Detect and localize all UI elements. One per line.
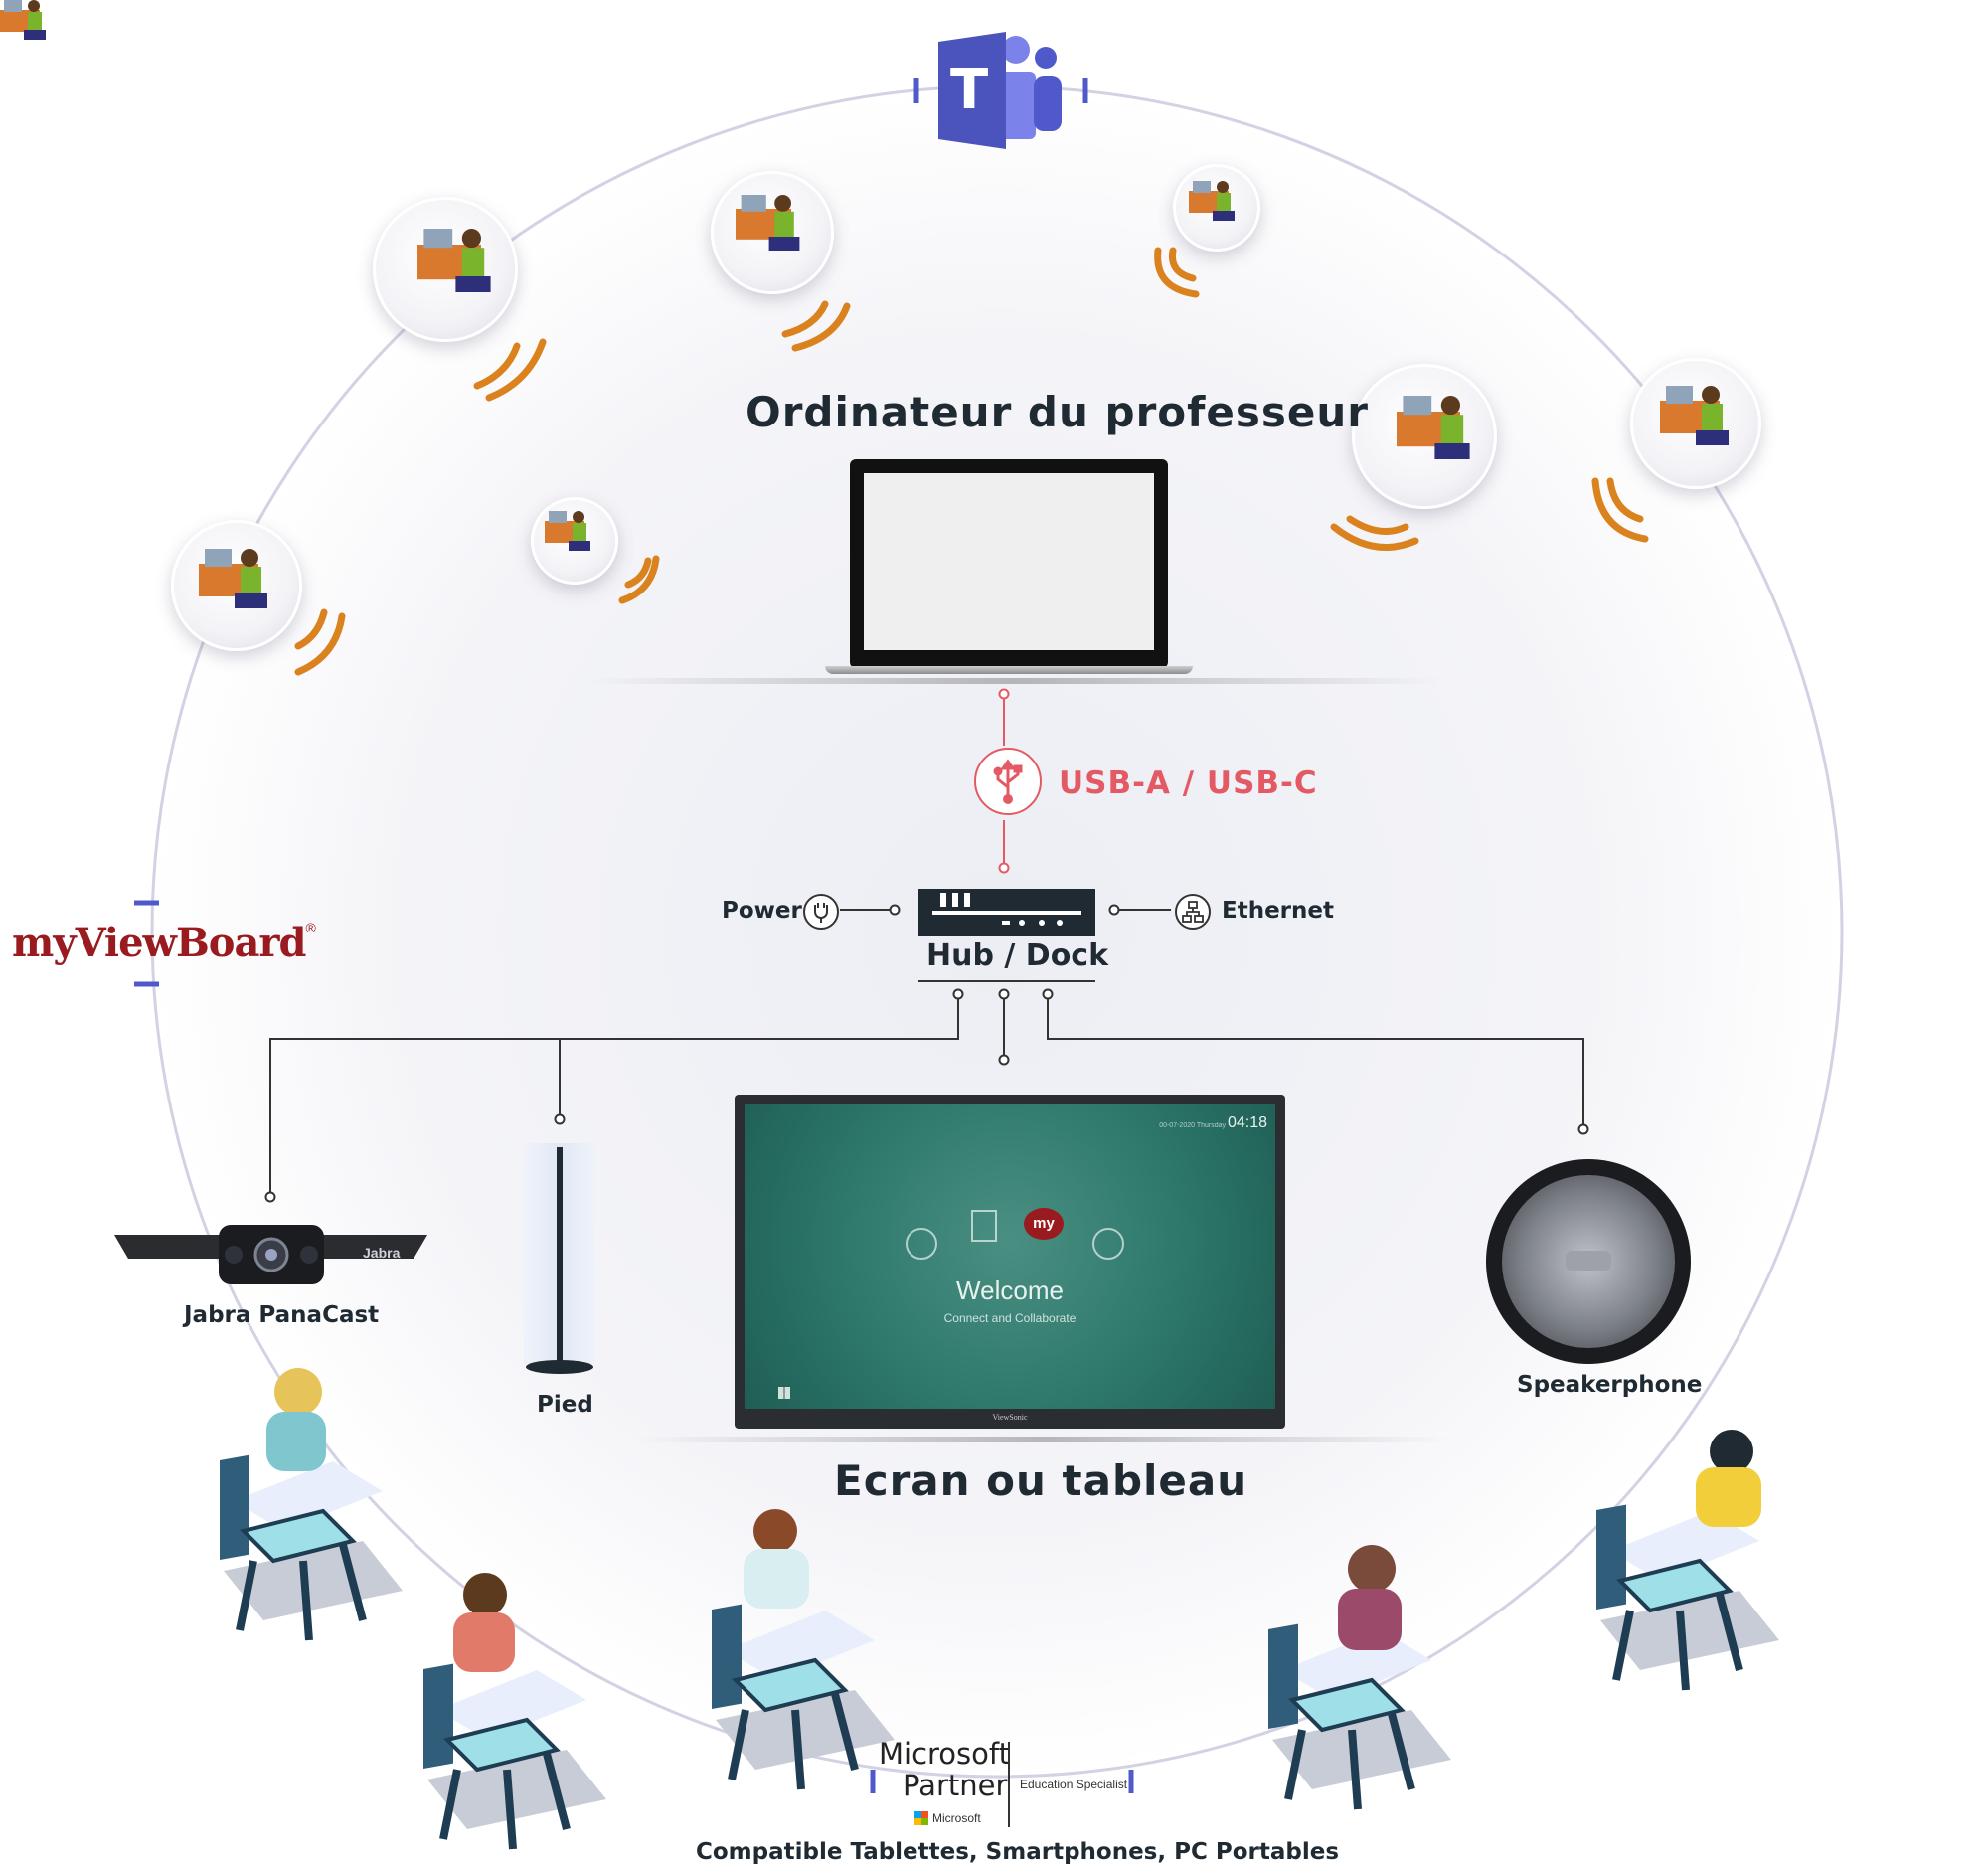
teacher-computer-label: Ordinateur du professeur: [746, 388, 1369, 436]
device-connector-lines: [264, 988, 1589, 1203]
screen-date: 00-07-2020 Thursday: [1159, 1122, 1226, 1129]
screen-app-icon: [971, 1210, 997, 1242]
teams-logo-icon: [938, 32, 1062, 149]
student-desk-icon: [712, 1509, 895, 1789]
windows-logo-icon: [778, 1387, 790, 1399]
ms-partner-line1: Microsoft: [879, 1737, 1010, 1771]
teams-letter: T: [950, 58, 989, 122]
microsoft-partner-logo: Microsoft Partner Microsoft Education Sp…: [869, 1738, 1137, 1833]
ethernet-icon: [1175, 894, 1211, 930]
student-desk-icon: [220, 1368, 403, 1640]
hub-dock-icon: [918, 889, 1095, 936]
ms-partner-designation: Education Specialist: [1020, 1778, 1128, 1791]
camera-brand: Jabra: [363, 1245, 401, 1261]
speakerphone-icon: [1486, 1159, 1691, 1364]
laptop-screen: [864, 473, 1154, 650]
myviewboard-app-badge: my: [1024, 1208, 1064, 1240]
power-label: Power: [722, 898, 802, 924]
screen-app-icon: [1092, 1228, 1124, 1260]
screen-subtitle: Connect and Collaborate: [943, 1311, 1077, 1325]
teams-logo: T: [934, 28, 1066, 153]
myviewboard-logo: myViewBoard®: [12, 920, 316, 966]
myviewboard-logo-text: myViewBoard: [12, 920, 306, 966]
student-desk-icon: [1596, 1430, 1779, 1690]
screen-app-icon: [906, 1228, 937, 1260]
hub-dock-label: Hub / Dock: [926, 938, 1109, 973]
usb-icon: [974, 748, 1042, 815]
display-screen: 00-07-2020 Thursday 04:18 my Welcome Con…: [745, 1104, 1275, 1409]
student-desk-icon: [1268, 1545, 1451, 1809]
screen-welcome: Welcome: [956, 1275, 1064, 1305]
camera-icon: Jabra: [114, 1225, 427, 1286]
student-desk-icon: [423, 1573, 606, 1849]
ms-partner-footer: Microsoft: [932, 1811, 981, 1825]
usb-connector-line: [998, 688, 1010, 874]
display-brand: ViewSonic: [992, 1413, 1028, 1422]
screen-time: 04:18: [1227, 1114, 1267, 1131]
wifi-signal-icons: [294, 247, 1649, 676]
stand-icon: [522, 1143, 597, 1382]
display-label: Ecran ou tableau: [834, 1456, 1248, 1505]
windows-logo-icon: [914, 1811, 928, 1825]
speakerphone-label: Speakerphone: [1517, 1372, 1703, 1398]
connection-type-label: USB-A / USB-C: [1059, 765, 1318, 801]
ethernet-label: Ethernet: [1222, 898, 1334, 924]
registered-mark: ®: [305, 920, 316, 935]
stand-label: Pied: [537, 1392, 593, 1418]
power-plug-icon: [803, 894, 839, 930]
compatibility-label: Compatible Tablettes, Smartphones, PC Po…: [696, 1839, 1340, 1865]
display-icon: 00-07-2020 Thursday 04:18 my Welcome Con…: [735, 1095, 1285, 1429]
remote-student-bubble: [531, 497, 618, 585]
camera-label: Jabra PanaCast: [184, 1302, 380, 1328]
laptop-icon: [825, 459, 1193, 674]
ms-partner-line2: Partner: [903, 1769, 1008, 1802]
